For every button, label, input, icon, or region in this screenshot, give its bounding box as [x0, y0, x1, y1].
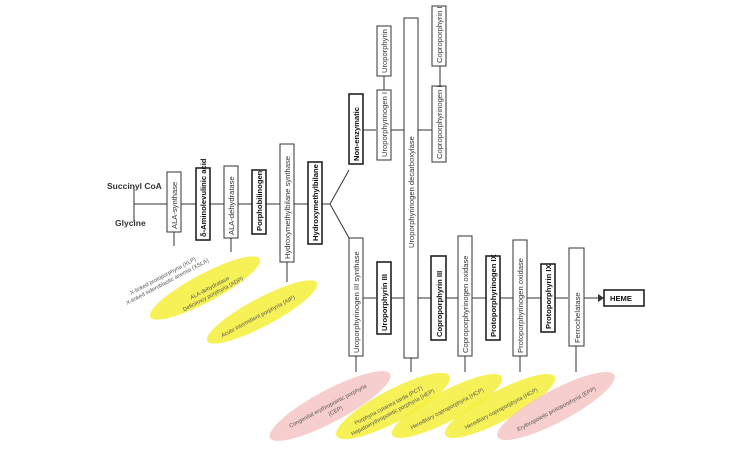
svg-text:Uroporphyrinogen decarboxylase: Uroporphyrinogen decarboxylase [407, 136, 416, 248]
step-heme: HEME [603, 289, 645, 307]
svg-text:Protoporphyrinogen oxidase: Protoporphyrinogen oxidase [516, 258, 525, 353]
svg-text:Ferrochelatase: Ferrochelatase [573, 292, 582, 343]
svg-text:Protoporphyrin IX: Protoporphyrin IX [544, 264, 553, 329]
svg-text:δ-Aminolevulinic acid: δ-Aminolevulinic acid [199, 158, 208, 237]
svg-text:Uroporphyrinogen III synthase: Uroporphyrinogen III synthase [352, 251, 361, 353]
svg-text:ALA-dehydratase: ALA-dehydratase [227, 176, 236, 235]
svg-text:Hydroxymethylbilane: Hydroxymethylbilane [311, 164, 320, 241]
step-protoporphyrinogen-ix: Protoporphyrinogen IX [485, 254, 501, 341]
step-ala-synthase: ALA-synthase [166, 171, 182, 233]
arrow-head [598, 294, 604, 302]
step-ala-dehydratase: ALA-dehydratase [223, 165, 239, 239]
svg-text:Coproporphyrin I: Coproporphyrin I [435, 6, 444, 63]
step-hmb-synthase: Hydroxymethylbilane synthase [279, 143, 295, 263]
pathway-lines [133, 66, 604, 372]
svg-text:Non-enzymatic: Non-enzymatic [352, 107, 361, 161]
svg-text:HEME: HEME [610, 294, 632, 303]
step-uroporphyrinogen-i: Uroporphyrinogen I [376, 89, 392, 161]
svg-text:Hydroxymethylbilane synthase: Hydroxymethylbilane synthase [283, 156, 292, 259]
disease-highlight-epp [497, 371, 615, 441]
step-uro-iii-synthase: Uroporphyrinogen III synthase [348, 237, 364, 357]
step-hydroxymethylbilane: Hydroxymethylbilane [307, 161, 323, 245]
substrate-succinyl-coa: Succinyl CoA [107, 181, 162, 191]
step-ferrochelatase: Ferrochelatase [568, 247, 585, 347]
step-porphobilinogen: Porphobilinogen [251, 169, 267, 235]
svg-text:Coproporphyrinogen I: Coproporphyrinogen I [435, 86, 444, 159]
disease-highlight-cep [269, 371, 391, 441]
svg-text:Porphobilinogen: Porphobilinogen [255, 170, 264, 231]
step-proto-oxidase: Protoporphyrinogen oxidase [512, 239, 528, 357]
substrate-glycine: Glycine [115, 218, 146, 228]
svg-text:Coproporphyrinogen oxidase: Coproporphyrinogen oxidase [461, 255, 470, 353]
disease-highlight-adp [149, 256, 261, 320]
svg-text:Protoporphyrinogen IX: Protoporphyrinogen IX [489, 254, 498, 337]
step-ala: δ-Aminolevulinic acid [195, 158, 211, 241]
svg-text:Uroporphyrin I: Uroporphyrin I [380, 25, 389, 73]
step-coproporphyrinogen-i: Coproporphyrinogen I [431, 85, 447, 163]
disease-highlight-hcp [391, 374, 503, 438]
step-coproporphyrin-i: Coproporphyrin I [431, 5, 447, 67]
step-non-enzymatic: Non-enzymatic [348, 93, 364, 165]
svg-text:Uroporphyrin III: Uroporphyrin III [380, 274, 389, 331]
step-uro-decarboxylase: Uroporphyrinogen decarboxylase [403, 17, 419, 359]
disease-highlight-vp [444, 374, 556, 438]
step-uroporphyrin-i: Uroporphyrin I [376, 25, 392, 77]
step-coproporphyrin-iii: Coproporphyrin III [430, 255, 447, 341]
step-protoporphyrin-ix: Protoporphyrin IX [540, 263, 556, 333]
disease-highlight-pct [335, 372, 451, 440]
step-copro-oxidase: Coproporphyrinogen oxidase [457, 235, 473, 357]
svg-text:ALA-synthase: ALA-synthase [170, 182, 179, 229]
svg-text:Uroporphyrinogen I: Uroporphyrinogen I [380, 92, 389, 157]
step-uroporphyrin-iii: Uroporphyrin III [376, 261, 392, 335]
svg-text:Coproporphyrin III: Coproporphyrin III [435, 271, 444, 337]
disease-highlight-aip [206, 280, 318, 344]
